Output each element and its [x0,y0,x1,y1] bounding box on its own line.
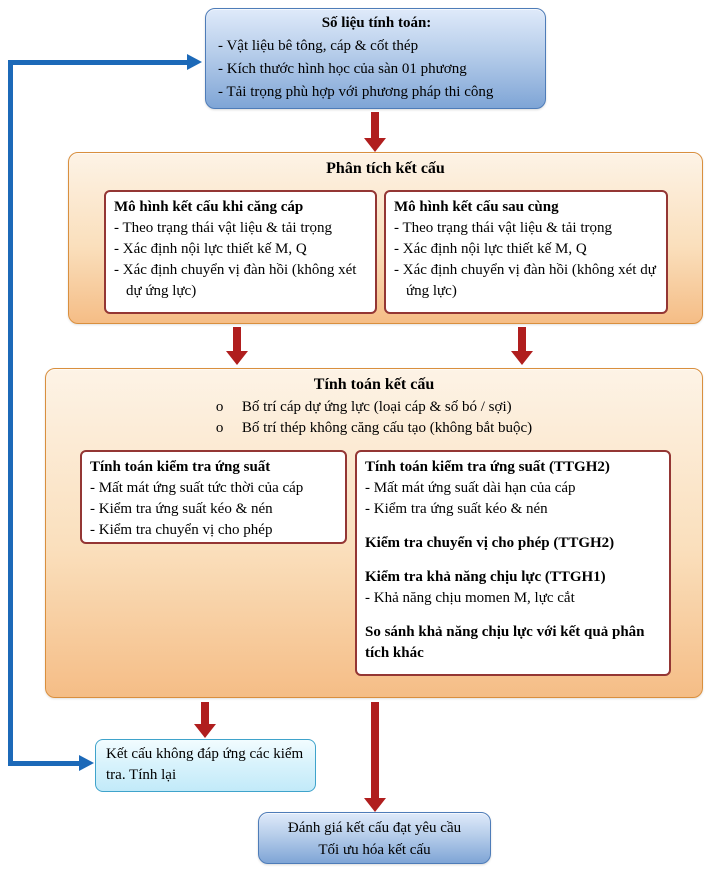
card-subtitle: So sánh khả năng chịu lực với kết quả ph… [365,624,645,661]
card-line: - Mất mát ứng suất dài hạn của cáp [365,480,576,496]
card-line: - Kiểm tra chuyển vị cho phép [90,522,273,538]
bullet-item: o Bố trí thép không căng cấu tạo (không … [216,418,532,439]
bullet-marker: o [215,399,224,415]
arrow-analysis-right-to-calc [511,327,533,365]
loopback-vertical-line [8,60,13,766]
card-title: Mô hình kết cấu sau cùng [394,199,559,215]
arrow-head-icon [364,798,386,812]
card-line: - Kiểm tra ứng suất kéo & nén [365,501,548,517]
loopback-bottom-arrow-icon [79,755,94,771]
arrow-head-icon [194,724,216,738]
model-final-card: Mô hình kết cấu sau cùng - Theo trạng th… [384,190,668,314]
arrow-calc-to-pass [364,702,386,812]
pass-line: Đánh giá kết cấu đạt yêu cầu [287,820,462,836]
card-title: Tính toán kiểm tra ứng suất (TTGH2) [365,459,610,475]
arrow-stem [371,702,379,798]
stress-check-transfer-card: Tính toán kiểm tra ứng suất - Mất mát ứn… [80,450,347,544]
arrow-head-icon [226,351,248,365]
input-data-line: - Kích thước hình học của sàn 01 phương [218,61,467,77]
arrow-stem [518,327,526,351]
pass-line: Tối ưu hóa kết cấu [318,842,431,858]
card-line: - Xác định nội lực thiết kế M, Q [394,241,587,257]
card-subtitle: Kiểm tra khả năng chịu lực (TTGH1) [365,569,606,585]
loopback-bottom-line [8,761,80,766]
arrow-head-icon [364,138,386,152]
card-line: - Theo trạng thái vật liệu & tải trọng [114,220,332,236]
loopback-top-arrow-icon [187,54,202,70]
arrow-stem [233,327,241,351]
analysis-title: Phân tích kết cấu [326,160,445,177]
card-title: Tính toán kiểm tra ứng suất [90,459,271,475]
card-line: - Xác định nội lực thiết kế M, Q [114,241,307,257]
arrow-stem [371,112,379,138]
bullet-item: o Bố trí cáp dự ứng lực (loại cáp & số b… [216,397,532,418]
calculation-title: Tính toán kết cấu [313,376,435,393]
model-at-stressing-card: Mô hình kết cấu khi căng cáp - Theo trạn… [104,190,377,314]
arrow-calc-to-fail [194,702,216,738]
card-line: - Mất mát ứng suất tức thời của cáp [90,480,304,496]
card-line: - Theo trạng thái vật liệu & tải trọng [394,220,612,236]
input-data-box: Số liệu tính toán: - Vật liệu bê tông, c… [205,8,546,109]
arrow-head-icon [511,351,533,365]
card-title: Mô hình kết cấu khi căng cáp [114,199,304,215]
input-data-title: Số liệu tính toán: [321,15,432,31]
arrow-analysis-left-to-calc [226,327,248,365]
pass-optimize-box: Đánh giá kết cấu đạt yêu cầu Tối ưu hóa … [258,812,491,864]
bullet-text: Bố trí cáp dự ứng lực (loại cáp & số bó … [241,399,512,415]
card-line: - Kiểm tra ứng suất kéo & nén [90,501,273,517]
stress-check-service-card: Tính toán kiểm tra ứng suất (TTGH2) - Mấ… [355,450,671,676]
input-data-line: - Tải trọng phù hợp với phương pháp thi … [218,84,494,100]
arrow-stem [201,702,209,724]
calculation-bullets: o Bố trí cáp dự ứng lực (loại cáp & số b… [216,397,532,439]
bullet-text: Bố trí thép không căng cấu tạo (không bắ… [241,420,533,436]
card-line: - Xác định chuyển vị đàn hồi (không xét … [394,262,656,299]
loopback-top-line [8,60,188,65]
arrow-input-to-analysis [364,112,386,152]
card-subtitle: Kiểm tra chuyển vị cho phép (TTGH2) [365,535,615,551]
card-line: - Khả năng chịu momen M, lực cắt [365,590,575,606]
input-data-line: - Vật liệu bê tông, cáp & cốt thép [218,38,419,54]
card-line: - Xác định chuyển vị đàn hồi (không xét … [114,262,357,299]
fail-recalculate-box: Kết cấu không đáp ứng các kiểm tra. Tính… [95,739,316,792]
fail-text: Kết cấu không đáp ứng các kiểm tra. Tính… [106,746,304,783]
bullet-marker: o [215,420,224,436]
